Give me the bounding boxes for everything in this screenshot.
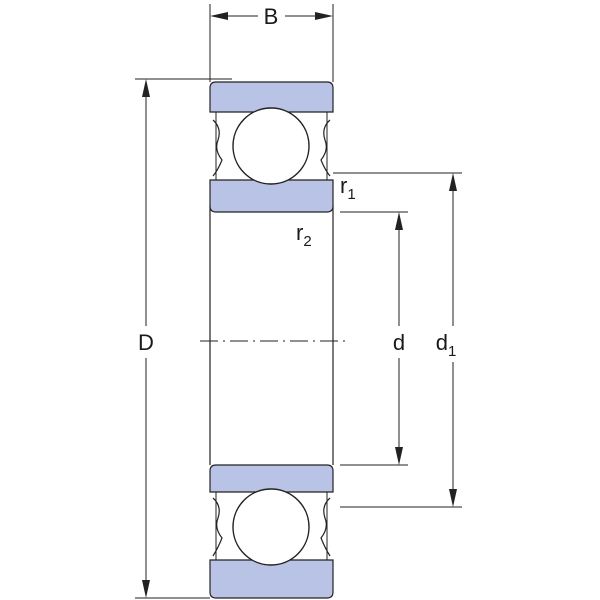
ball-top: [232, 107, 310, 185]
radius-r2: r2: [296, 220, 312, 250]
outer-ring-bottom: [209, 559, 334, 599]
ball-bottom: [232, 488, 310, 566]
dimension-d: d: [340, 211, 408, 466]
seal-left-top: [212, 119, 223, 177]
d-arrow-top: [395, 212, 403, 230]
seal-right-bottom: [320, 497, 331, 557]
B-arrow-right: [315, 12, 333, 20]
label-D: D: [138, 330, 154, 355]
dimension-D: D: [135, 78, 232, 599]
d-arrow-bottom: [395, 447, 403, 465]
d1-arrow-bottom: [449, 489, 457, 507]
outer-ring-top: [209, 81, 334, 113]
d1-arrow-top: [449, 173, 457, 191]
top-section: [209, 81, 334, 213]
dimension-d1: d1: [333, 172, 462, 508]
inner-ring-bottom: [209, 464, 334, 493]
label-r2: r2: [296, 220, 312, 250]
radius-r1: r1: [340, 173, 356, 203]
seal-right-top: [320, 119, 331, 177]
label-r1: r1: [340, 173, 356, 203]
D-arrow-bottom: [142, 580, 150, 598]
D-arrow-top: [142, 79, 150, 97]
dimension-B: B: [209, 4, 334, 82]
label-B: B: [264, 4, 279, 29]
seal-left-bottom: [212, 497, 223, 557]
label-d: d: [393, 330, 405, 355]
inner-ring-top: [209, 179, 334, 213]
bottom-section: [209, 464, 334, 599]
label-d1: d1: [436, 330, 457, 360]
bearing-body: [209, 205, 334, 465]
B-arrow-left: [210, 12, 228, 20]
